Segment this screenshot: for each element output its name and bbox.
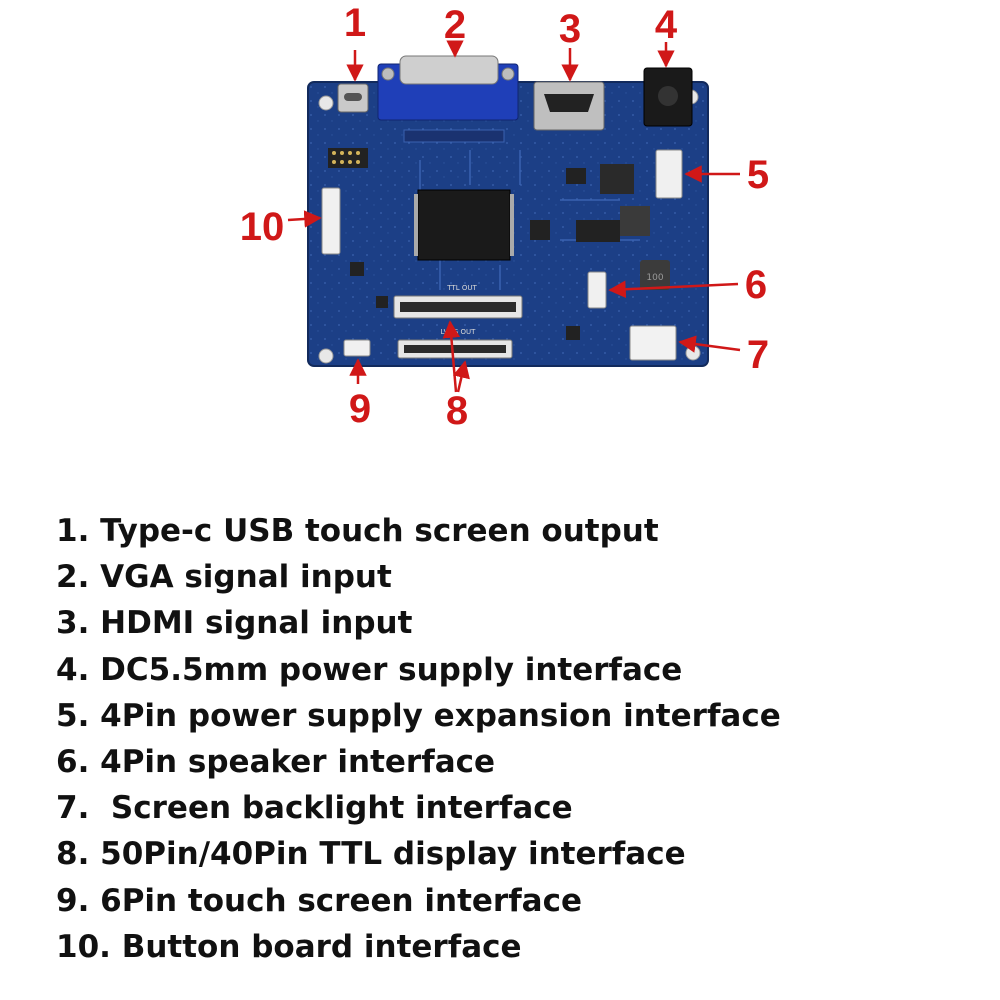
callout-number-3: 3: [559, 7, 581, 51]
pin-header: [328, 148, 368, 168]
ttl-out-label: TTL OUT: [446, 284, 477, 292]
callout-number-2: 2: [444, 3, 466, 47]
legend-item: 10. Button board interface: [56, 928, 522, 965]
backlight-connector: [629, 325, 677, 361]
legend-item: 8. 50Pin/40Pin TTL display interface: [56, 836, 686, 873]
touch-screen-connector: [343, 339, 371, 357]
support-components: [350, 129, 650, 340]
usb-c-port: [337, 83, 369, 113]
board-diagram: 100 TTL OUT LVDS OUT 1 2: [240, 1, 769, 433]
mounting-hole: [685, 345, 701, 361]
legend-item: 3. HDMI signal input: [56, 605, 413, 642]
callout-number-9: 9: [349, 387, 371, 431]
legend-item: 2. VGA signal input: [56, 559, 392, 596]
legend-item: 4. DC5.5mm power supply interface: [56, 651, 683, 688]
legend-item: 1. Type-c USB touch screen output: [56, 513, 659, 549]
interface-legend: 1. Type-c USB touch screen output 2. VGA…: [56, 508, 781, 970]
mounting-hole: [318, 95, 334, 111]
hdmi-port: [533, 81, 605, 131]
legend-item: 7. Screen backlight interface: [56, 790, 573, 827]
inductor-label: 100: [646, 273, 663, 283]
callout-arrows: [287, 40, 741, 393]
callout-number-1: 1: [344, 1, 366, 45]
main-processor-chip: [414, 189, 514, 261]
inductor: 100: [640, 260, 670, 290]
callout-arrow-7: [678, 335, 741, 353]
mounting-hole: [318, 348, 334, 364]
callout-number-4: 4: [655, 3, 678, 47]
callout-arrow-8a: [442, 320, 461, 393]
callout-numbers: 1 2 3 4 5 6 7 8 9 10: [240, 1, 769, 433]
legend-item: 5. 4Pin power supply expansion interface: [56, 697, 781, 734]
callout-number-5: 5: [747, 153, 769, 197]
callout-number-10: 10: [240, 205, 285, 249]
legend-item: 6. 4Pin speaker interface: [56, 744, 496, 781]
button-board-connector: [321, 187, 341, 255]
callout-number-7: 7: [747, 333, 769, 377]
speaker-connector: [587, 271, 607, 309]
callout-arrow-8b: [452, 360, 470, 393]
callout-arrow-6: [608, 280, 739, 299]
dc-power-jack: [643, 67, 693, 127]
legend-item: 9. 6Pin touch screen interface: [56, 882, 583, 919]
callout-number-6: 6: [745, 263, 767, 307]
vga-connector: [377, 55, 519, 121]
callout-arrow-10: [287, 210, 322, 228]
callout-number-8: 8: [446, 389, 468, 433]
lvds-out-label: LVDS OUT: [441, 328, 477, 336]
ttl-output-connector: TTL OUT: [393, 284, 523, 319]
power-expansion-connector: [655, 149, 683, 199]
